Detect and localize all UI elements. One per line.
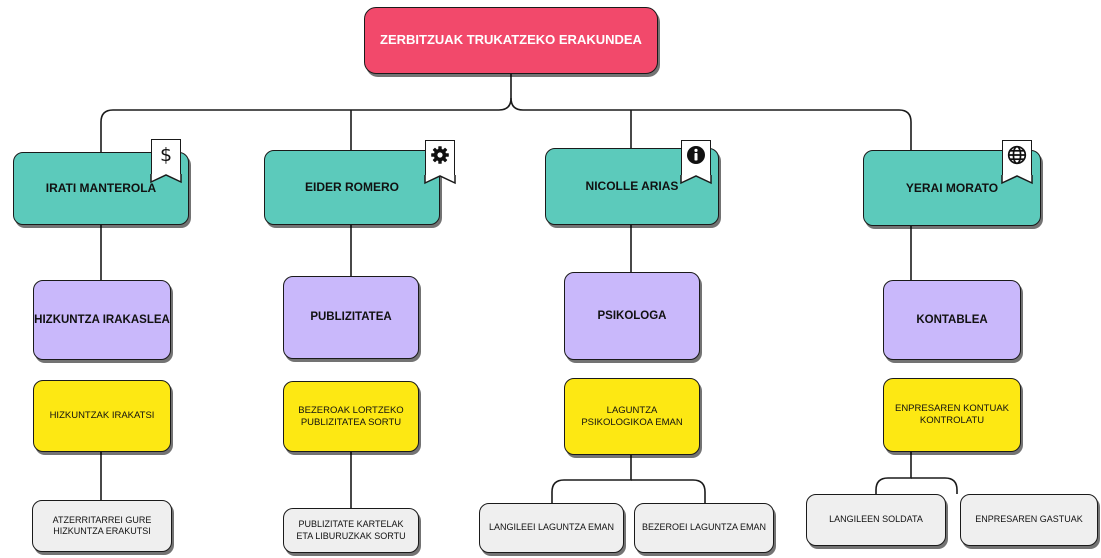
globe-icon [1000,140,1033,185]
info-icon [679,140,712,185]
leaf-label: LANGILEEI LAGUNTZA EMAN [488,522,615,533]
role-label: HIZKUNTZA IRAKASLEA [34,313,170,326]
task-label: BEZEROAK LORTZEKO PUBLIZITATEA SORTU [298,404,404,428]
leaf-label: ATZERRITARREI GURE HIZKUNTZA ERAKUTSI [52,514,152,536]
leaf-label: LANGILEEN SOLDATA [829,514,923,525]
leaf-node[interactable]: LANGILEEI LAGUNTZA EMAN [479,503,624,553]
task-node-laguntza-psikologikoa[interactable]: LAGUNTZA PSIKOLOGIKOA EMAN [564,378,700,455]
task-node-hizkuntzak-irakatsi[interactable]: HIZKUNTZAK IRAKATSI [33,380,171,452]
gear-icon [423,140,456,185]
leaf-label: BEZEROEI LAGUNTZA EMAN [641,522,767,533]
role-label: KONTABLEA [916,313,988,326]
leaf-label: ENPRESAREN GASTUAK [975,514,1083,525]
root-label: ZERBITZUAK TRUKATZEKO ERAKUNDEA [380,32,642,48]
task-label: ENPRESAREN KONTUAK KONTROLATU [894,403,1010,426]
task-label: LAGUNTZA PSIKOLOGIKOA EMAN [581,404,683,428]
role-node-hizkuntza-irakaslea[interactable]: HIZKUNTZA IRAKASLEA [33,280,171,360]
leaf-label: PUBLIZITATE KARTELAK ETA LIBURUZKAK SORT… [296,519,406,541]
role-label: PUBLIZITATEA [310,311,392,324]
person-label: IRATI MANTEROLA [45,181,157,195]
person-node-nicolle-arias[interactable]: NICOLLE ARIAS [545,148,719,225]
person-label: YERAI MORATO [905,180,999,195]
leaf-node[interactable]: BEZEROEI LAGUNTZA EMAN [634,503,774,553]
leaf-node[interactable]: PUBLIZITATE KARTELAK ETA LIBURUZKAK SORT… [283,508,419,553]
person-label: NICOLLE ARIAS [585,179,679,193]
person-node-eider-romero[interactable]: EIDER ROMERO [264,150,440,225]
leaf-node[interactable]: ATZERRITARREI GURE HIZKUNTZA ERAKUTSI [32,500,172,552]
role-node-psikologa[interactable]: PSIKOLOGA [564,272,700,360]
dollar-icon: $ [149,139,182,184]
role-node-kontablea[interactable]: KONTABLEA [883,280,1021,360]
leaf-node[interactable]: ENPRESAREN GASTUAK [960,494,1098,546]
task-node-enpresaren-kontuak[interactable]: ENPRESAREN KONTUAK KONTROLATU [883,378,1021,452]
root-node[interactable]: ZERBITZUAK TRUKATZEKO ERAKUNDEA [364,7,658,74]
role-node-publizitatea[interactable]: PUBLIZITATEA [283,276,419,359]
svg-text:$: $ [160,144,172,164]
task-label: HIZKUNTZAK IRAKATSI [49,410,155,422]
role-label: PSIKOLOGA [597,309,667,322]
task-node-bezeroak-lortzeko[interactable]: BEZEROAK LORTZEKO PUBLIZITATEA SORTU [283,381,419,452]
leaf-node[interactable]: LANGILEEN SOLDATA [806,494,946,546]
person-label: EIDER ROMERO [304,180,399,194]
